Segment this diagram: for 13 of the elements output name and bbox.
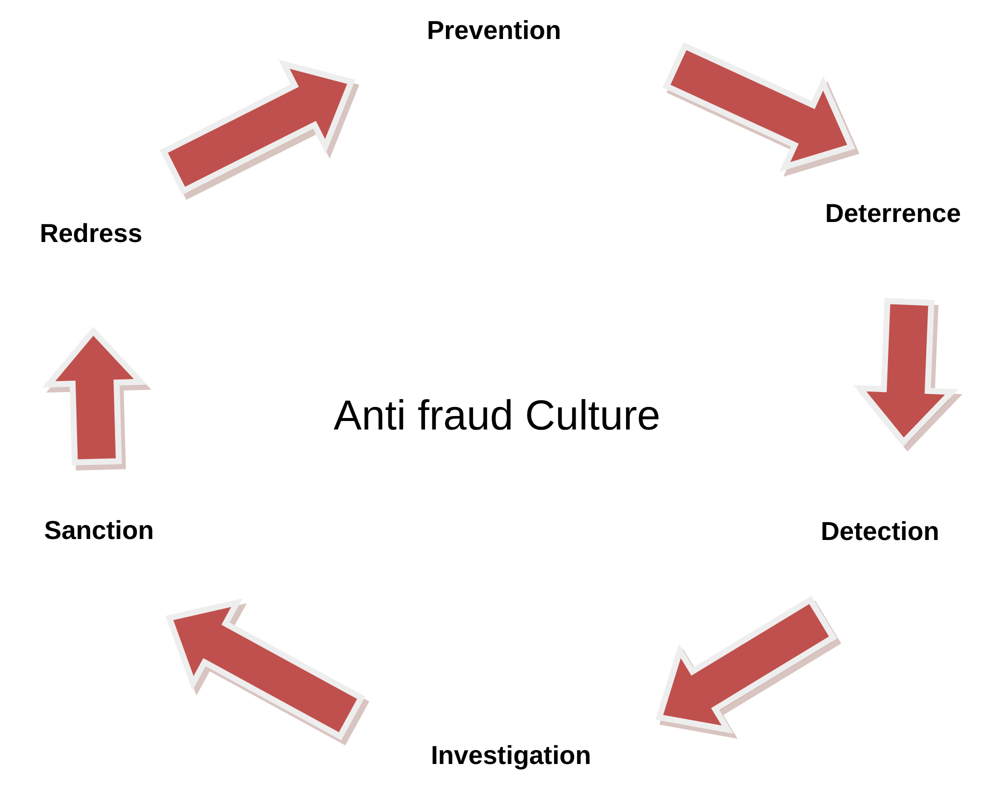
stage-label: Investigation (430, 738, 592, 772)
stage-label: Redress (40, 216, 142, 250)
block-arrow (655, 596, 842, 739)
stage-label: Prevention (426, 14, 562, 46)
block-arrow (160, 60, 360, 200)
stage-label: Deterrence (825, 196, 961, 230)
stage-label: Detection (820, 514, 940, 548)
block-arrow (165, 598, 370, 746)
block-arrow (42, 326, 152, 470)
block-arrow (662, 42, 860, 177)
block-arrow (853, 298, 962, 452)
stage-label: Sanction (44, 514, 154, 546)
center-title: Anti fraud Culture (334, 390, 660, 440)
